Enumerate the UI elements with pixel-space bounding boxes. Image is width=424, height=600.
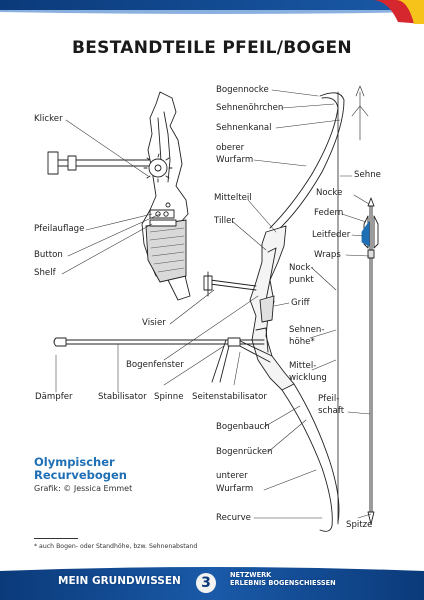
header-decoration (0, 0, 424, 24)
label-tiller: Tiller (214, 216, 235, 226)
label-mittelwicklung-2: wicklung (289, 373, 327, 383)
footer-brand: NETZWERK ERLEBNIS BOGENSCHIESSEN (230, 571, 336, 587)
footer-brand-line-1: NETZWERK (230, 571, 272, 579)
label-leitfeder: Leitfeder (312, 230, 351, 240)
leader-lines (55, 89, 372, 519)
footnote: * auch Bogen- oder Standhöhe, bzw. Sehne… (34, 543, 198, 550)
label-spinne: Spinne (154, 392, 184, 402)
caption-credit: Grafik: © Jessica Emmet (34, 484, 133, 493)
label-bogennocke: Bogennocke (216, 85, 269, 95)
footer-section-title: MEIN GRUNDWISSEN (58, 575, 181, 587)
label-seitenstabilisator: Seitenstabilisator (192, 392, 267, 402)
label-mittelwicklung-1: Mittel- (289, 361, 317, 371)
label-nocke: Nocke (316, 188, 343, 198)
label-oberer-wurfarm-1: oberer (216, 143, 245, 153)
label-nockpunkt-1: Nock- (289, 263, 314, 273)
caption-line-2: Recurvebogen (34, 468, 127, 482)
label-mittelteil: Mittelteil (214, 193, 252, 203)
caption-line-1: Olympischer (34, 455, 115, 469)
label-shelf: Shelf (34, 268, 56, 278)
label-bogenfenster: Bogenfenster (126, 360, 184, 370)
label-griff: Griff (291, 298, 310, 308)
label-bogenbauch: Bogenbauch (216, 422, 270, 432)
label-sehnenhoehe-2: höhe* (289, 337, 315, 347)
label-sehnenhoehe-1: Sehnen- (289, 325, 325, 335)
label-daempfer: Dämpfer (35, 392, 73, 402)
label-pfeilschaft-2: schaft (318, 406, 345, 416)
label-oberer-wurfarm-2: Wurfarm (216, 155, 254, 165)
caption-title: Olympischer Recurvebogen (34, 456, 127, 482)
label-sehnenoehrchen: Sehnenöhrchen (216, 103, 284, 113)
arrow (351, 85, 379, 525)
label-klicker: Klicker (34, 114, 63, 124)
label-stabilisator: Stabilisator (98, 392, 147, 402)
label-visier: Visier (142, 318, 166, 328)
bow-full (53, 91, 345, 532)
label-pfeilschaft-1: Pfeil- (318, 394, 340, 404)
page-title: BESTANDTEILE PFEIL/BOGEN (72, 38, 352, 58)
label-spitze: Spitze (346, 520, 373, 530)
label-federn: Federn (314, 208, 344, 218)
label-sehne: Sehne (354, 170, 381, 180)
page-number: 3 (196, 573, 216, 593)
label-bogenruecken: Bogenrücken (216, 447, 273, 457)
label-button: Button (34, 250, 63, 260)
label-sehnenkanal: Sehnenkanal (216, 123, 272, 133)
label-unterer-wurfarm-1: unterer (216, 471, 248, 481)
label-unterer-wurfarm-2: Wurfarm (216, 484, 254, 494)
label-pfeilauflage: Pfeilauflage (34, 224, 85, 234)
riser-detail (47, 91, 191, 301)
footer-brand-line-2: ERLEBNIS BOGENSCHIESSEN (230, 578, 336, 587)
label-wraps: Wraps (314, 250, 341, 260)
label-recurve: Recurve (216, 513, 251, 523)
label-nockpunkt-2: punkt (289, 275, 314, 285)
footnote-divider (34, 538, 78, 539)
